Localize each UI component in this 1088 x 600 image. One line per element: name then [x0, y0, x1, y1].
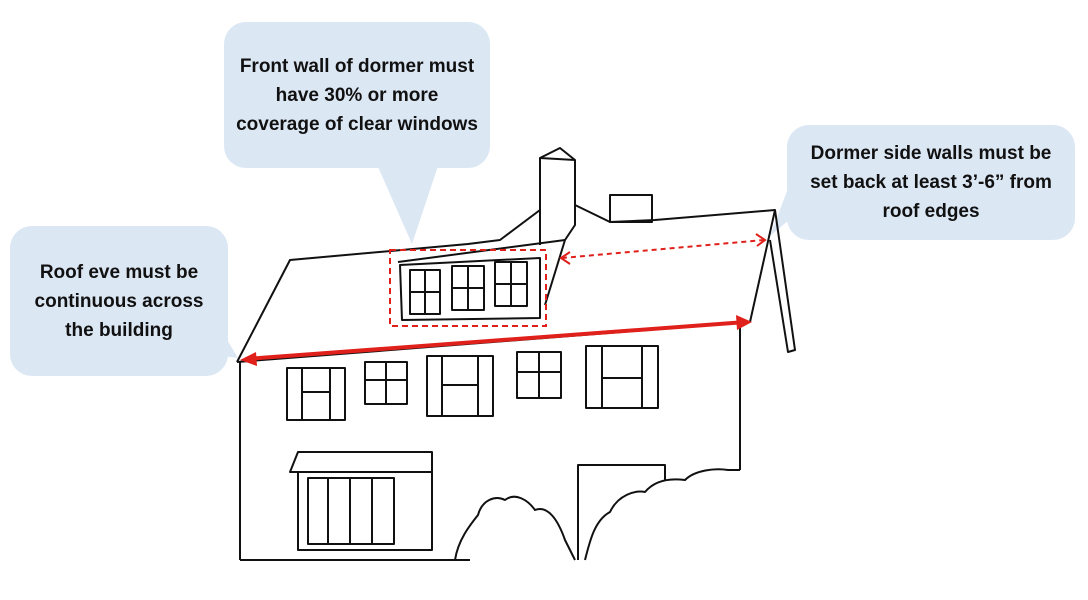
- roof-eave-bubble: [10, 226, 228, 376]
- continuous-eave-arrow: [245, 320, 747, 361]
- roof-eave-callout-text: Roof eve must be continuous across the b…: [34, 261, 204, 341]
- side-walls-bubble: [787, 125, 1075, 240]
- dormer-front-callout-text: Front wall of dormer must have 30% or mo…: [236, 55, 478, 135]
- roof-eave-bubble-tail: [215, 320, 238, 358]
- dormer-front-bubble: [224, 22, 490, 168]
- callout-bubbles: [10, 22, 1075, 376]
- annotations: [240, 233, 767, 366]
- dormer-front-outline: [389, 249, 547, 327]
- dormer-front-bubble-tail: [375, 160, 440, 244]
- setback-dimension-arrow: [561, 239, 765, 259]
- side-walls-callout-text: Dormer side walls must be set back at le…: [810, 143, 1052, 222]
